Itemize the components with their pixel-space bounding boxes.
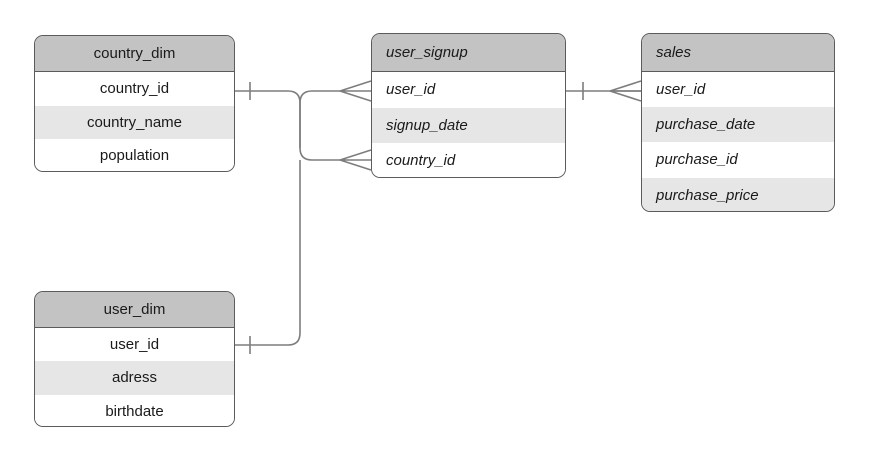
entity-title-user-signup: user_signup (372, 34, 565, 72)
field-sales-purchase-date[interactable]: purchase_date (642, 107, 834, 143)
entity-title-country-dim: country_dim (35, 36, 234, 72)
field-country-dim-population[interactable]: population (35, 139, 234, 171)
field-sales-purchase-price[interactable]: purchase_price (642, 177, 834, 211)
field-country-dim-country-id[interactable]: country_id (35, 72, 234, 106)
field-user-dim-adress[interactable]: adress (35, 361, 234, 395)
connector-country-dim-trunk (235, 90, 340, 161)
field-user-dim-user-id[interactable]: user_id (35, 328, 234, 362)
field-sales-user-id[interactable]: user_id (642, 72, 834, 108)
field-sales-purchase-id[interactable]: purchase_id (642, 142, 834, 178)
field-user-signup-country-id[interactable]: country_id (372, 143, 565, 177)
field-country-dim-country-name[interactable]: country_name (35, 105, 234, 140)
field-user-signup-user-id[interactable]: user_id (372, 72, 565, 108)
field-user-dim-birthdate[interactable]: birthdate (35, 394, 234, 426)
entity-sales[interactable]: sales user_id purchase_date purchase_id … (641, 33, 835, 212)
entity-title-sales: sales (642, 34, 834, 72)
entity-title-user-dim: user_dim (35, 292, 234, 328)
field-user-signup-signup-date[interactable]: signup_date (372, 107, 565, 144)
connector-branch-upper (299, 90, 340, 104)
entity-user-dim[interactable]: user_dim user_id adress birthdate (34, 291, 235, 427)
entity-country-dim[interactable]: country_dim country_id country_name popu… (34, 35, 235, 172)
cardinality-many-sales-user-id (609, 80, 642, 102)
connector-user-dim-trunk (235, 160, 301, 346)
cardinality-many-user-signup-country-id (339, 149, 372, 171)
entity-user-signup[interactable]: user_signup user_id signup_date country_… (371, 33, 566, 178)
cardinality-many-user-signup-user-id (339, 80, 372, 102)
